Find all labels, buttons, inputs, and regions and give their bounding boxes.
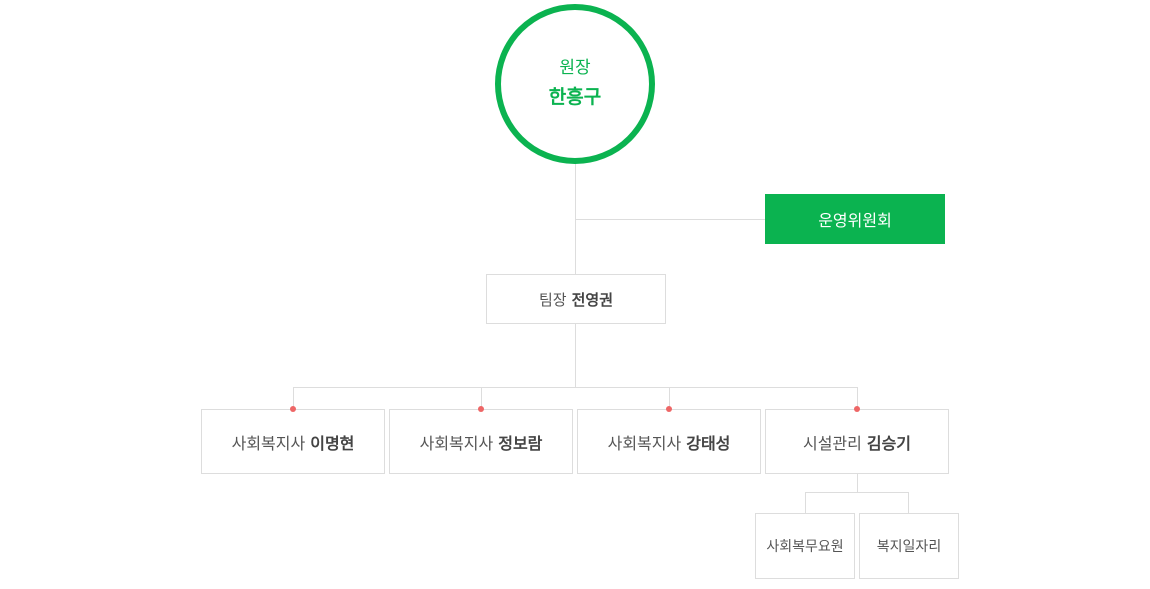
connector-staff-3 [669, 387, 670, 409]
connector-staff-1 [293, 387, 294, 409]
connector-teamlead-down [575, 324, 576, 387]
connector-staff-2 [481, 387, 482, 409]
staff-name: 강태성 [686, 433, 731, 453]
sub-unit-label: 사회복무요원 [766, 539, 844, 555]
sub-unit-label: 복지일자리 [876, 539, 942, 555]
team-lead-name: 전영권 [571, 290, 613, 309]
connector-dot [854, 406, 860, 412]
staff-name: 김승기 [866, 433, 912, 453]
staff-role: 사회복지사 [419, 433, 494, 453]
connector-dot [666, 406, 672, 412]
director-role: 원장 [559, 58, 591, 78]
staff-name: 이명현 [310, 433, 355, 453]
connector-sub-bus [805, 492, 909, 493]
sub-unit-node: 사회복무요원 [755, 513, 855, 579]
connector-dot [478, 406, 484, 412]
connector-sub-1 [805, 492, 806, 513]
connector-facility-down [857, 474, 858, 492]
connector-dot [290, 406, 296, 412]
director-name: 한흥구 [548, 86, 602, 108]
committee-node: 운영위원회 [765, 194, 945, 244]
committee-label: 운영위원회 [818, 211, 892, 230]
director-node: 원장 한흥구 [495, 4, 655, 164]
staff-role: 사회복지사 [607, 433, 682, 453]
staff-role: 시설관리 [802, 433, 862, 453]
connector-staff-4 [857, 387, 858, 409]
connector-committee [575, 219, 765, 220]
connector-sub-2 [908, 492, 909, 513]
team-lead-role: 팀장 [538, 290, 567, 309]
sub-unit-node: 복지일자리 [859, 513, 959, 579]
staff-role: 사회복지사 [231, 433, 306, 453]
connector-staff-bus [293, 387, 858, 388]
staff-name: 정보람 [498, 433, 543, 453]
